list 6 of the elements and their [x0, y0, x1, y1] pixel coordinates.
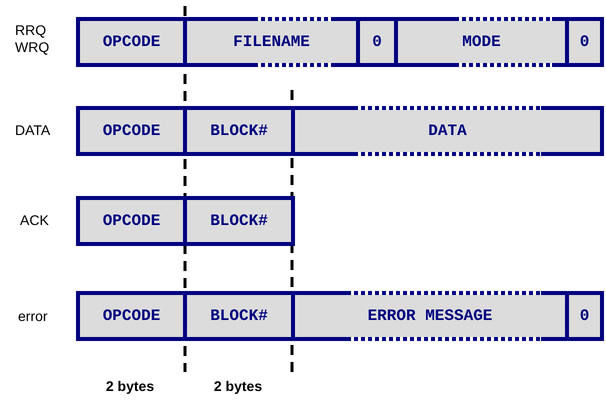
- size-label: 2 bytes: [104, 378, 156, 394]
- packet-type-label: DATA: [15, 122, 52, 139]
- packet-type-label: error: [18, 308, 49, 325]
- packet-type-label: RRQ WRQ: [15, 22, 50, 56]
- size-label: 2 bytes: [212, 378, 264, 394]
- packet-type-label: ACK: [20, 212, 50, 229]
